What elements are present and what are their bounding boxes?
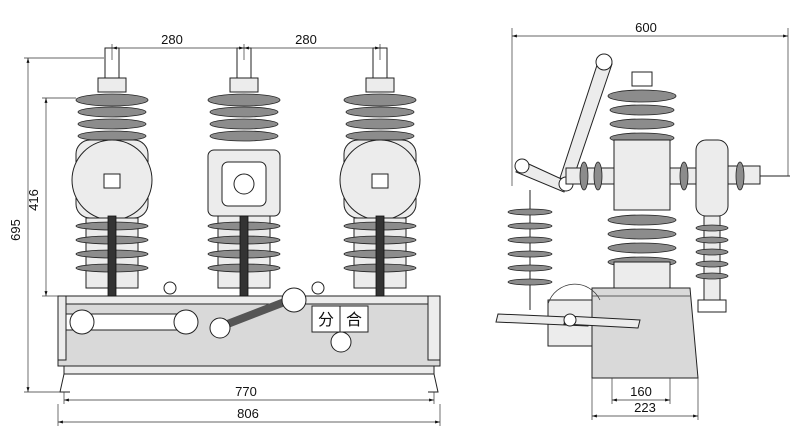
pole-left	[71, 47, 153, 297]
side-dimensions: 600 160 223	[511, 20, 789, 420]
front-mechanism	[65, 287, 352, 353]
side-base-box	[547, 287, 699, 379]
pole-middle	[207, 47, 281, 297]
front-dimensions: 280 280 695 416 770 806	[8, 32, 441, 426]
front-view: 分 合 280 280 695 416 770	[8, 32, 441, 426]
side-view: 600 160 223	[495, 20, 790, 420]
side-operating-lever	[495, 283, 641, 329]
open-label: 分	[318, 310, 334, 329]
dim-height-total: 695	[8, 219, 23, 241]
side-ct-column	[695, 215, 729, 313]
dim-height-upper: 416	[26, 189, 41, 211]
side-insulator-column	[607, 71, 677, 289]
lifting-eye-right	[311, 281, 325, 295]
lifting-eye-left	[163, 281, 177, 295]
side-dim-width-total: 600	[635, 20, 657, 35]
side-bushings	[565, 139, 790, 217]
side-surge-arrester	[507, 190, 553, 310]
pole-right	[339, 47, 421, 297]
side-dim-base-outer: 223	[634, 400, 656, 415]
side-dim-base-inner: 160	[630, 384, 652, 399]
front-base-box	[57, 295, 441, 393]
open-close-indicator: 分 合	[311, 305, 369, 333]
dim-spacing-left: 280	[161, 32, 183, 47]
dim-spacing-right: 280	[295, 32, 317, 47]
dim-base-inner: 770	[235, 384, 257, 399]
close-label: 合	[346, 310, 362, 329]
dim-base-outer: 806	[237, 406, 259, 421]
